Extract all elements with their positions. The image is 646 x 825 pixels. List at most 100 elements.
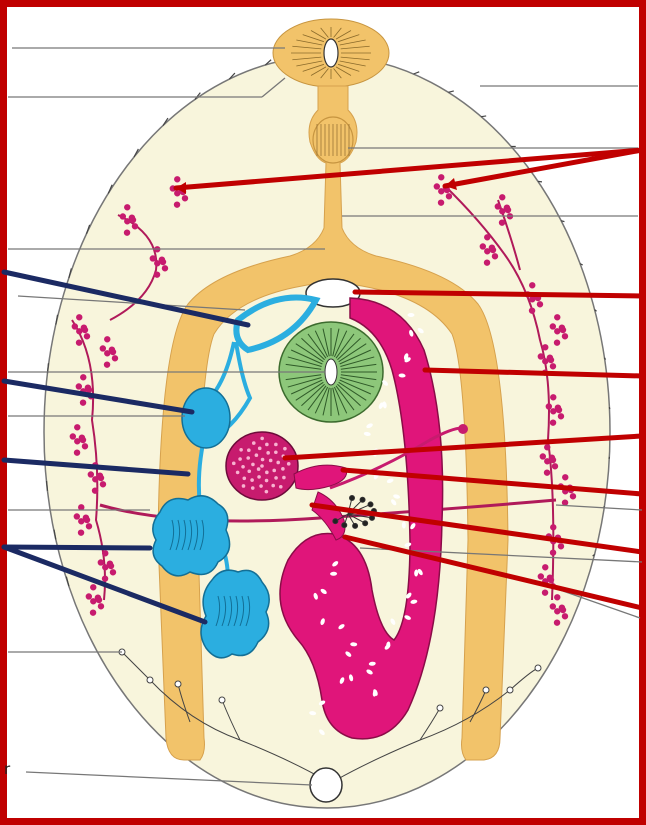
vitelline-follicle xyxy=(86,593,92,599)
vitelline-follicle xyxy=(550,603,556,609)
vitelline-follicle xyxy=(480,243,486,249)
vitelline-follicle xyxy=(434,183,440,189)
vitelline-follicle xyxy=(438,199,444,205)
vitelline-follicle xyxy=(529,307,535,313)
spine xyxy=(448,91,453,92)
vitelline-follicle xyxy=(552,463,558,469)
vitelline-follicle xyxy=(558,543,564,549)
flame-cell xyxy=(535,665,541,671)
vitelline-follicle xyxy=(554,619,560,625)
vitelline-follicle xyxy=(499,219,505,225)
vitelline-follicle xyxy=(100,481,106,487)
vitelline-follicle xyxy=(124,229,130,235)
vitelline-follicle xyxy=(570,493,576,499)
vitelline-follicle xyxy=(79,434,85,440)
vitelline-follicle xyxy=(542,344,548,350)
vitelline-follicle xyxy=(554,594,560,600)
vitelline-follicle xyxy=(132,223,138,229)
vitelline-follicle xyxy=(150,255,156,261)
vitelline-follicle xyxy=(547,354,553,360)
vitelline-follicle xyxy=(74,513,80,519)
vitelline-follicle xyxy=(544,444,550,450)
vitelline-follicle xyxy=(82,443,88,449)
vitelline-follicle xyxy=(529,282,535,288)
vitelline-follicle xyxy=(550,323,556,329)
vitelline-follicle xyxy=(72,323,78,329)
vitelline-follicle xyxy=(504,204,510,210)
excretory-pore-icon xyxy=(310,768,342,802)
vitelline-follicle xyxy=(540,453,546,459)
vitelline-follicle xyxy=(90,609,96,615)
vitelline-follicle xyxy=(74,424,80,430)
vitelline-follicle xyxy=(559,324,565,330)
spine xyxy=(414,72,420,74)
vitelline-follicle xyxy=(102,550,108,556)
mouth-opening xyxy=(324,39,338,67)
flame-cell xyxy=(175,681,181,687)
vitelline-follicle xyxy=(484,259,490,265)
spine xyxy=(481,116,486,117)
flame-cell xyxy=(219,697,225,703)
vitelline-follicle xyxy=(549,454,555,460)
flame-cell xyxy=(147,677,153,683)
vitelline-follicle xyxy=(542,589,548,595)
vitelline-follicle xyxy=(104,336,110,342)
vitelline-follicle xyxy=(544,469,550,475)
vitelline-follicle xyxy=(162,265,168,271)
vitelline-follicle xyxy=(102,575,108,581)
seminal-vesicle xyxy=(182,388,230,448)
vitelline-follicle xyxy=(550,549,556,555)
vitelline-follicle xyxy=(107,560,113,566)
vitelline-follicle xyxy=(112,355,118,361)
vitelline-follicle xyxy=(554,314,560,320)
vitelline-follicle xyxy=(98,559,104,565)
vitelline-follicle xyxy=(499,194,505,200)
vitelline-follicle xyxy=(562,333,568,339)
vitelline-follicle xyxy=(537,301,543,307)
vitelline-follicle xyxy=(489,244,495,250)
vitelline-follicle xyxy=(174,201,180,207)
vitelline-follicle xyxy=(81,324,87,330)
vitelline-follicle xyxy=(174,176,180,182)
vitelline-follicle xyxy=(95,594,101,600)
vitelline-follicle xyxy=(98,603,104,609)
vitelline-follicle xyxy=(495,203,501,209)
vitelline-follicle xyxy=(86,523,92,529)
vitelline-follicle xyxy=(76,339,82,345)
vitelline-follicle xyxy=(129,214,135,220)
vitelline-follicle xyxy=(542,564,548,570)
vitelline-follicle xyxy=(554,339,560,345)
vitelline-follicle xyxy=(109,346,115,352)
vitelline-follicle xyxy=(546,403,552,409)
vitelline-follicle xyxy=(550,394,556,400)
vitelline-follicle xyxy=(88,471,94,477)
vitelline-follicle xyxy=(558,413,564,419)
vitelline-follicle xyxy=(74,449,80,455)
vitelline-follicle xyxy=(562,613,568,619)
vitelline-follicle xyxy=(90,584,96,590)
fragment-label: r xyxy=(4,760,10,778)
flame-cell xyxy=(483,687,489,693)
vitelline-follicle xyxy=(124,204,130,210)
vitelline-follicle xyxy=(154,271,160,277)
vitelline-follicle xyxy=(182,195,188,201)
vitelline-follicle xyxy=(492,253,498,259)
vitelline-follicle xyxy=(538,353,544,359)
vitelline-follicle xyxy=(76,314,82,320)
vitelline-follicle xyxy=(484,234,490,240)
vitelline-follicle xyxy=(159,256,165,262)
vitelline-follicle xyxy=(538,573,544,579)
laurer-canal-pore xyxy=(458,424,468,434)
vitelline-follicle xyxy=(555,404,561,410)
vitelline-follicle xyxy=(550,524,556,530)
vitelline-follicle xyxy=(104,361,110,367)
vitelline-follicle xyxy=(92,487,98,493)
vitelline-follicle xyxy=(80,399,86,405)
vitelline-follicle xyxy=(100,345,106,351)
vitelline-follicle xyxy=(80,374,86,380)
vitelline-follicle xyxy=(85,384,91,390)
vitelline-follicle xyxy=(110,569,116,575)
flame-cell xyxy=(437,705,443,711)
